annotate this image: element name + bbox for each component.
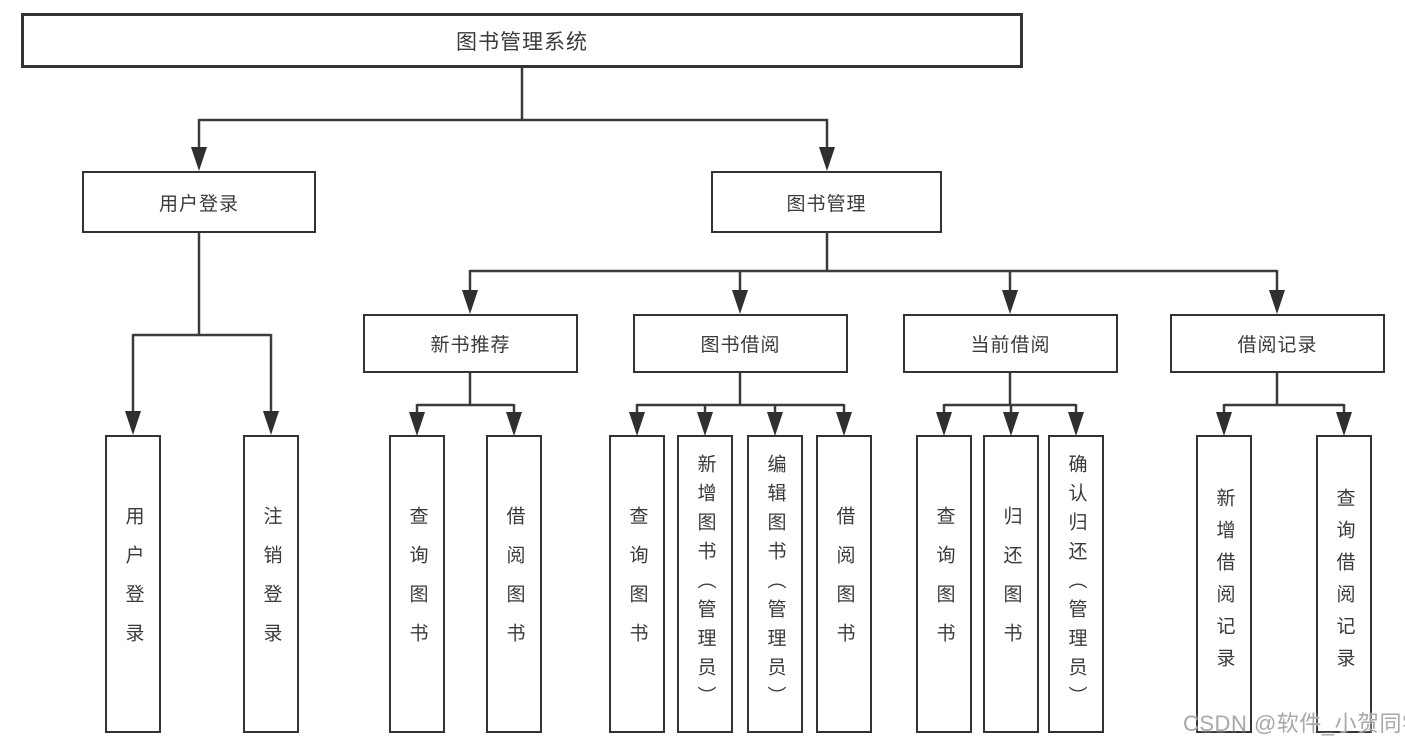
node-leaf-query-books-borrow: 查询图书 bbox=[609, 435, 665, 733]
node-leaf-query-books-current: 查询图书 bbox=[916, 435, 972, 733]
connector-current-borrow-to-leaves bbox=[936, 373, 1084, 436]
node-leaf-return-books: 归还图书 bbox=[983, 435, 1039, 733]
node-label: 用户登录 bbox=[122, 506, 144, 662]
node-label: 查询图书 bbox=[933, 506, 955, 662]
node-book-borrow: 图书借阅 bbox=[633, 314, 848, 373]
node-leaf-query-borrow-record: 查询借阅记录 bbox=[1316, 435, 1372, 733]
connector-root-to-level2 bbox=[191, 68, 835, 171]
node-label: 查询借阅记录 bbox=[1333, 488, 1355, 680]
csdn-watermark: CSDN @软件_小贺同学 bbox=[1183, 711, 1405, 736]
connector-borrow-record-to-leaves bbox=[1216, 373, 1352, 436]
connector-user-login-to-leaves bbox=[125, 233, 279, 435]
node-label: 图书借阅 bbox=[700, 335, 781, 356]
node-leaf-query-books-recommend: 查询图书 bbox=[389, 435, 445, 733]
node-leaf-add-books-admin: 新增图书（管理员） bbox=[677, 435, 733, 733]
node-label: 用户登录 bbox=[158, 193, 239, 215]
node-label: 当前借阅 bbox=[970, 335, 1051, 356]
node-label: 借阅记录 bbox=[1237, 335, 1318, 356]
node-book-management: 图书管理 bbox=[711, 171, 942, 233]
node-user-login: 用户登录 bbox=[82, 171, 316, 233]
node-label: 图书管理 bbox=[786, 193, 867, 215]
node-label: 图书管理系统 bbox=[456, 30, 588, 54]
node-leaf-logout: 注销登录 bbox=[243, 435, 299, 733]
node-label: 新增图书（管理员） bbox=[694, 453, 716, 715]
node-label: 新书推荐 bbox=[430, 335, 511, 356]
node-leaf-edit-books-admin: 编辑图书（管理员） bbox=[747, 435, 803, 733]
node-label: 注销登录 bbox=[260, 506, 282, 662]
node-new-book-recommend: 新书推荐 bbox=[363, 314, 578, 373]
node-leaf-user-login: 用户登录 bbox=[105, 435, 161, 733]
node-label: 查询图书 bbox=[406, 506, 428, 662]
node-label: 借阅图书 bbox=[833, 506, 855, 662]
connector-new-book-recommend-to-leaves bbox=[409, 373, 522, 436]
node-label: 归还图书 bbox=[1000, 506, 1022, 662]
node-label: 借阅图书 bbox=[503, 506, 525, 662]
node-library-management-system: 图书管理系统 bbox=[21, 13, 1023, 68]
node-label: 确认归还（管理员） bbox=[1065, 453, 1087, 715]
node-label: 查询图书 bbox=[626, 506, 648, 662]
node-leaf-add-borrow-record: 新增借阅记录 bbox=[1196, 435, 1252, 733]
node-leaf-borrow-books: 借阅图书 bbox=[816, 435, 872, 733]
connector-book-management-to-level3 bbox=[462, 233, 1285, 314]
node-label: 新增借阅记录 bbox=[1213, 488, 1235, 680]
node-current-borrow: 当前借阅 bbox=[903, 314, 1118, 373]
node-leaf-confirm-return-admin: 确认归还（管理员） bbox=[1048, 435, 1104, 733]
connector-book-borrow-to-leaves bbox=[629, 373, 852, 436]
node-borrow-record: 借阅记录 bbox=[1170, 314, 1385, 373]
node-label: 编辑图书（管理员） bbox=[764, 453, 786, 715]
node-leaf-borrow-books-recommend: 借阅图书 bbox=[486, 435, 542, 733]
